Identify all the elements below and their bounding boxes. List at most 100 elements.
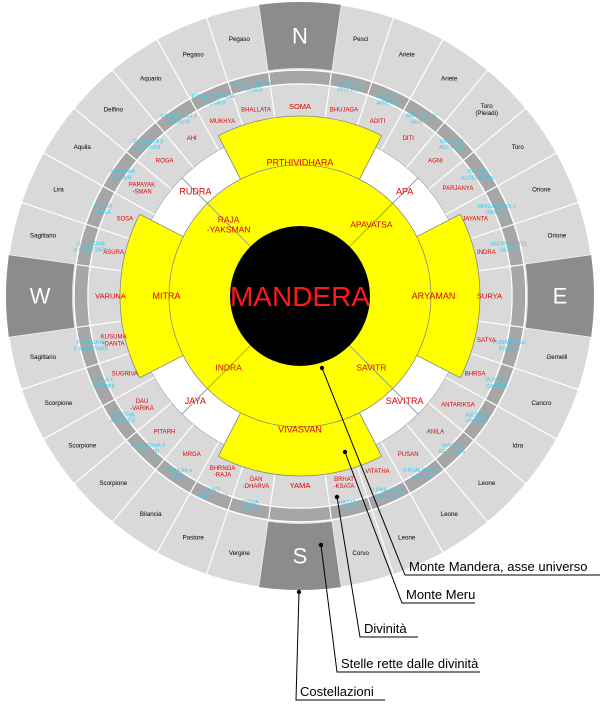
- cardinal-deity-e: SURYA: [477, 292, 502, 301]
- cardinal-letter-n: N: [292, 24, 308, 49]
- outer-deity-label: SUGRIVA: [112, 372, 139, 378]
- ring-divider: [42, 152, 155, 216]
- ring-divider: [458, 348, 579, 391]
- constellation-label: Sagittario: [30, 354, 57, 361]
- constellation-label: Orione: [548, 233, 567, 240]
- ring-divider: [73, 107, 172, 190]
- constellation-label: Scorpione: [99, 480, 127, 487]
- outer-deity-label: ADITI: [370, 119, 386, 125]
- diag-deity-inner-nw: RAJA-YAKSMAN: [207, 215, 251, 235]
- cardinal-deity-w: VARUNA: [95, 292, 126, 301]
- constellation-label: Pastore: [183, 535, 205, 542]
- outer-deity-label: BRHAT-KSATA: [334, 477, 355, 490]
- ring-divider: [111, 69, 194, 168]
- outer-deity-label: MUKHYA: [210, 119, 235, 125]
- constellation-label: Cancro: [531, 400, 552, 407]
- constellation-label: Ariete: [441, 75, 458, 82]
- outer-deity-label: ANTARIKSA: [441, 402, 475, 408]
- constellation-label: Leone: [478, 480, 496, 487]
- ring-divider: [445, 376, 558, 440]
- ring-divider: [428, 402, 527, 485]
- ring-divider: [352, 454, 395, 575]
- constellation-label: Leone: [441, 511, 459, 518]
- inner-deity-n: PRTHIVIDHARA: [267, 158, 334, 168]
- legend-label: Monte Meru: [406, 587, 475, 602]
- outer-deity-label: SATYA: [477, 338, 496, 344]
- outer-deity-label: DAU-VARIKA: [130, 399, 154, 412]
- constellation-label: Scorpione: [68, 442, 96, 449]
- inner-divider: [349, 177, 419, 247]
- legend-leader-line: [336, 496, 418, 638]
- outer-deity-label: MRGA: [183, 452, 201, 458]
- constellation-label: Ariete: [399, 52, 416, 59]
- cardinal-letter-s: S: [293, 544, 308, 569]
- legend-label: Costellazioni: [300, 684, 374, 699]
- diag-deity-outer-se: SAVITRA: [386, 396, 424, 406]
- ring-divider: [42, 376, 155, 440]
- outer-deity-label: ANILA: [427, 430, 444, 436]
- inner-divider: [349, 345, 419, 415]
- cardinal-band-s: [259, 521, 341, 590]
- constellation-label: Aquario: [140, 75, 162, 82]
- ring-divider: [352, 17, 395, 138]
- constellation-label: Pesci: [353, 36, 368, 43]
- ring-divider: [205, 17, 248, 138]
- outer-deity-label: JAYANTA: [462, 217, 488, 223]
- ring-divider: [205, 454, 248, 575]
- constellation-label: Scorpione: [45, 400, 73, 407]
- constellation-label: Pegaso: [229, 36, 251, 43]
- diag-deity-outer-sw: JAYA: [185, 396, 206, 406]
- ring-divider: [406, 424, 489, 523]
- ring-divider: [111, 424, 194, 523]
- outer-deity-label: AHI: [187, 136, 197, 142]
- outer-deity-label: BHUJAGA: [330, 108, 358, 114]
- ring-divider: [406, 69, 489, 168]
- ring-divider: [21, 348, 142, 391]
- constellation-label: Toro(Pleiadi): [475, 103, 498, 117]
- legend-leader-line: [321, 367, 600, 576]
- outer-deity-label: GAN-DHARVA: [243, 477, 269, 490]
- cardinal-band-w: [6, 255, 75, 337]
- outer-deity-label: AGNI: [428, 159, 443, 165]
- outer-deity-label: PUSAN: [398, 452, 419, 458]
- constellation-label: Corvo: [352, 550, 369, 557]
- inner-deity-s: VIVASVAN: [278, 425, 322, 435]
- legend-leader-line: [344, 451, 475, 604]
- cardinal-letter-e: E: [553, 284, 568, 309]
- constellation-label: Lira: [53, 186, 64, 193]
- cardinal-deity-n: SOMA: [289, 102, 311, 111]
- constellation-label: Gemelli: [546, 354, 567, 361]
- legend-label: Divinità: [364, 621, 407, 636]
- constellation-label: Pegaso: [183, 52, 205, 59]
- outer-deity-label: VITATHA: [365, 469, 389, 475]
- inner-divider: [181, 177, 251, 247]
- diag-deity-inner-sw: INDRA: [215, 362, 242, 372]
- constellation-label: Aquila: [74, 144, 92, 151]
- ring-divider: [458, 201, 579, 244]
- cardinal-band-n: [259, 1, 341, 71]
- inner-divider: [181, 345, 251, 415]
- diag-deity-inner-ne: APAVATSA: [350, 220, 393, 230]
- inner-deity-w: MITRA: [153, 291, 181, 301]
- constellation-label: Vergine: [229, 550, 251, 557]
- ring-divider: [445, 152, 558, 216]
- outer-deity-label: PITARH: [154, 430, 176, 436]
